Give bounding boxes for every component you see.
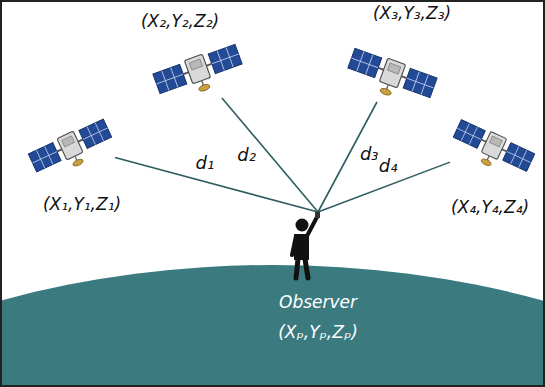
satellite-node: (X₃,Y₃,Z₃) <box>345 44 440 102</box>
satellite-node: (X₄,Y₄,Z₄) <box>450 118 538 173</box>
distance-line <box>115 158 318 212</box>
distance-label: d₁ <box>194 153 217 174</box>
satellite-icon <box>25 118 115 173</box>
coordinate-label: (Xₚ,Yₚ,Zₚ) <box>278 323 358 343</box>
satellite-node: (X₂,Y₂,Z₂) <box>150 40 245 98</box>
distance-line <box>222 98 318 212</box>
coordinate-label: (X₃,Y₃,Z₃) <box>373 4 451 24</box>
coordinate-label: (X₂,Y₂,Z₂) <box>141 12 219 32</box>
coordinate-label: (X₄,Y₄,Z₄) <box>451 198 529 218</box>
satellite-icon <box>150 40 245 98</box>
earth-surface <box>0 265 545 387</box>
satellite-icon <box>450 118 538 173</box>
satellite-icon <box>345 44 440 102</box>
distance-label: d₄ <box>377 156 400 177</box>
satellite-node: (X₁,Y₁,Z₁) <box>25 118 115 173</box>
observer-node: Observer (Xₚ,Yₚ,Zₚ) <box>248 212 388 350</box>
observer-figure <box>292 212 320 278</box>
observer-label: Observer <box>279 293 357 313</box>
distance-label: d₂ <box>235 145 258 166</box>
coordinate-label: (X₁,Y₁,Z₁) <box>43 195 121 215</box>
